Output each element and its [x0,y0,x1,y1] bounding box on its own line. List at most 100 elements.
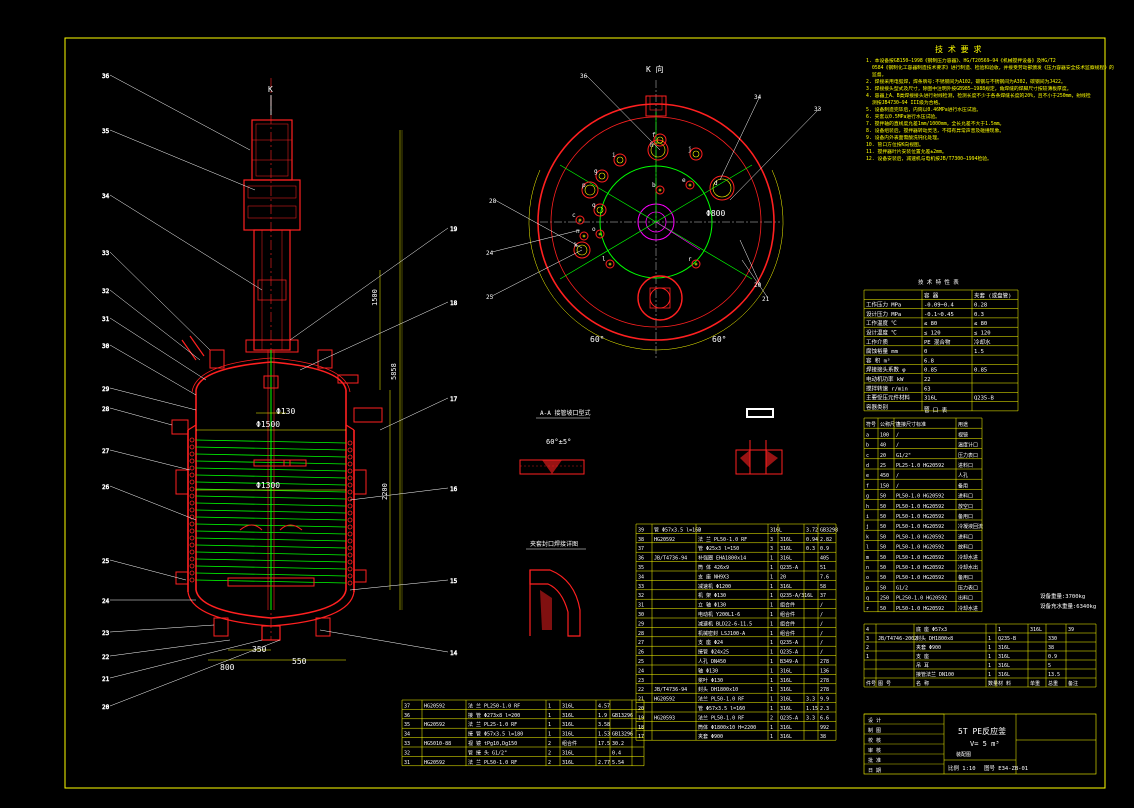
table-cell: 30.2 [612,741,624,747]
table-cell: 25 [880,463,886,469]
table-cell: 筒 体 426x9 [698,564,729,571]
table-cell: 夹套 Φ900 [698,733,723,740]
callout-number: 22 [102,654,110,661]
table-cell: / [896,443,899,449]
table-cell: 316L [780,678,792,684]
table-cell: 30 [638,612,644,618]
table-cell: 2 [548,741,551,747]
nozzle-j [689,147,703,161]
coil-section [347,531,353,537]
table-cell: 4 [866,627,869,633]
table-cell: Q235-A [780,650,798,656]
table-cell: 容器类别 [866,403,888,411]
table-cell: 法兰 PL50-1.0 RF [698,714,744,721]
table-cell: 1.53 [598,732,610,738]
table-cell: 连接尺寸标准 [896,421,926,428]
table-cell: b [866,443,869,449]
nozzle-r [691,259,701,269]
coil-section [189,577,195,583]
callout-number: 34 [102,193,110,200]
table-cell: 36 [404,713,410,719]
detail-c-title: 夹套封口焊接详图 [530,540,578,548]
table-cell: 0.85 [924,368,937,374]
table-cell: 1 [770,631,773,637]
table-cell: G1/2 [896,585,908,591]
callout-number: 34 [754,94,762,101]
table-cell: / [896,473,899,479]
drawing-number: 图号 E34-ZB-01 [984,764,1028,772]
table-cell: p [866,585,869,591]
dim-upper: 1500 [371,289,379,306]
table-cell: Q235-B [974,396,995,402]
table-cell: 接 管 Φ57x3.5 l=180 [468,731,523,738]
table-cell: Q235-A/316L [780,593,813,599]
nozzle-label: j [688,146,692,153]
table-cell: 20 [880,453,886,459]
dim-lower: 2200 [381,483,389,500]
table-cell: 管 Φ25x3 l=150 [698,545,739,552]
table-cell: 支 座 [916,653,929,660]
title-row-label: 审 核 [868,747,881,754]
tech-req-line: 0584《钢制化工容器制造技术要求》进行制造、检验和验收，并接受劳动部颁发《压力… [872,64,1114,71]
detail-a-title: A-A 接管坡口型式 [540,409,590,417]
table-cell: 放空口 [958,503,973,510]
table-cell: 36 [638,556,644,562]
coil-section [347,482,353,488]
callout-number: 33 [102,250,110,257]
table-cell: 支 座 NH9X3 [698,573,729,580]
coil-section [189,451,195,457]
table-cell: 夹套 (或盘管) [974,291,1011,299]
nozzle-label: d [714,180,718,187]
table-cell: 1 [988,636,991,642]
table-cell: 450 [880,473,889,479]
table-cell: 2 [548,750,551,756]
table-cell: i [866,514,869,520]
table-cell: 50 [880,585,886,591]
tech-req-line: 2. 焊接采用电弧焊，焊条牌号:不锈钢间为A102，碳钢与不锈钢间为A302，碳… [866,78,1066,85]
table-cell: 25 [638,659,644,665]
table-cell: 5.54 [612,760,624,766]
table-cell: 17.5 [598,741,610,747]
table-cell: / [820,621,823,627]
table-cell: / [820,612,823,618]
table-cell: 轴 Φ130 [698,667,718,674]
nozzle-g [595,169,609,183]
nozzle-label: g [594,168,598,175]
table-cell: 38 [1048,645,1054,651]
callout-number: 36 [580,73,588,80]
coil-section [347,538,353,544]
table-cell: PL25-1.0 HG20592 [896,463,944,469]
table-cell: 6.8 [924,358,934,364]
table-cell: 50 [880,524,886,530]
nozzle-label: k [574,242,578,249]
callout-number: 14 [450,650,458,657]
coil-section [189,479,195,485]
k-view-title: K 向 [646,64,664,74]
coil-section [189,507,195,513]
table-cell: 6.6 [820,715,829,721]
table-cell: 设计压力 MPa [866,310,901,318]
table-cell: 1 [770,556,773,562]
callout-number: 29 [102,386,110,393]
callout-number: 21 [762,296,770,303]
table-cell: 组合件 [780,602,795,609]
table-cell: PL50-1.0 HG20592 [896,514,944,520]
table-cell: 100 [880,432,889,438]
table-cell: 22 [924,377,931,383]
table-cell: 316L [780,556,792,562]
coil-section [189,535,195,541]
table-cell: PL50-1.0 HG20592 [896,555,944,561]
callout-number: 31 [102,316,110,323]
nozzle-label: i [612,152,616,159]
weight-note-1: 设备重量:3700kg [1040,592,1085,600]
table-cell: 3.3 [806,697,815,703]
table-cell: 2.3 [820,706,829,712]
coil-section [189,437,195,443]
table-cell: 1 [770,734,773,740]
nozzle-label: q [592,202,596,209]
table-cell: 底 座 Φ57x3 [916,626,947,633]
callout-number: 15 [450,578,458,585]
